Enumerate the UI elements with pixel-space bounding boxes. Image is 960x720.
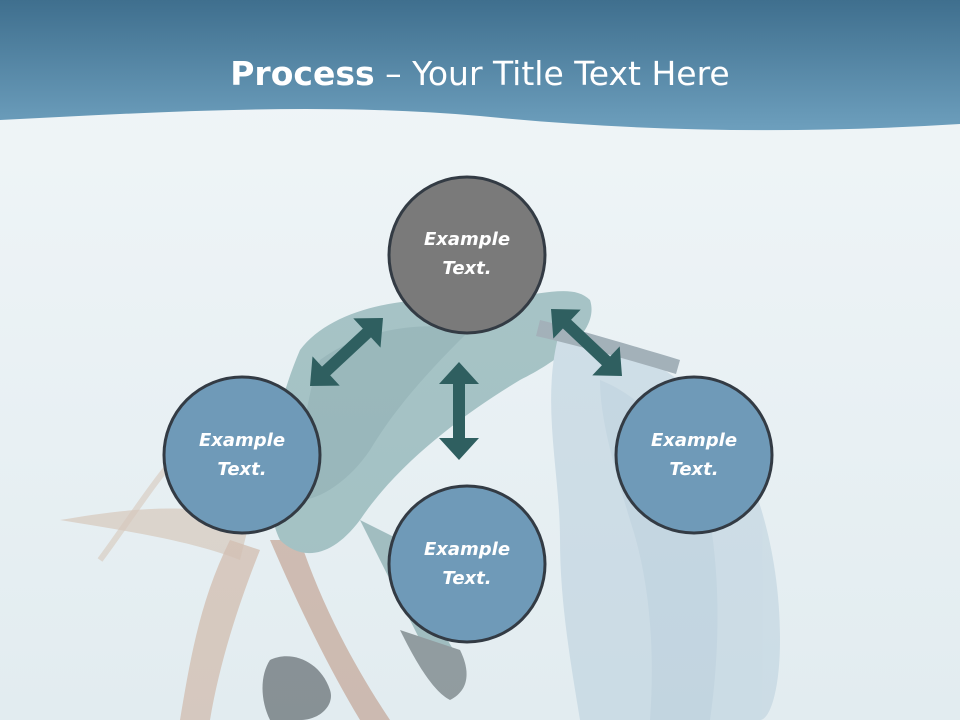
node-label-bottom: Example Text. — [397, 535, 537, 593]
node-label-left: Example Text. — [172, 426, 312, 484]
node-label-top-line1: Example — [423, 229, 511, 250]
node-label-left-line1: Example — [198, 430, 286, 451]
node-label-right-line1: Example — [650, 430, 738, 451]
title-rest: Your Title Text Here — [412, 54, 730, 93]
double-arrow-top-left — [310, 318, 383, 386]
node-label-right-line2: Text. — [669, 459, 719, 480]
node-label-top-line2: Text. — [442, 258, 492, 279]
double-arrow-top-bottom — [439, 362, 479, 460]
node-circle-top — [387, 175, 547, 335]
header-band — [0, 0, 960, 131]
node-label-top: Example Text. — [397, 225, 537, 283]
double-arrow-top-right — [551, 309, 622, 376]
node-circle-left — [162, 375, 322, 535]
node-circle-right — [614, 375, 774, 535]
node-label-bottom-line2: Text. — [442, 568, 492, 589]
title-bold: Process — [230, 54, 375, 93]
node-label-right: Example Text. — [624, 426, 764, 484]
title-dash: – — [374, 54, 413, 93]
node-label-left-line2: Text. — [217, 459, 267, 480]
node-circle-bottom — [387, 484, 547, 644]
nodes — [162, 175, 774, 644]
arrows — [310, 309, 622, 460]
node-label-bottom-line1: Example — [423, 539, 511, 560]
page-title: Process – Your Title Text Here — [0, 52, 960, 96]
